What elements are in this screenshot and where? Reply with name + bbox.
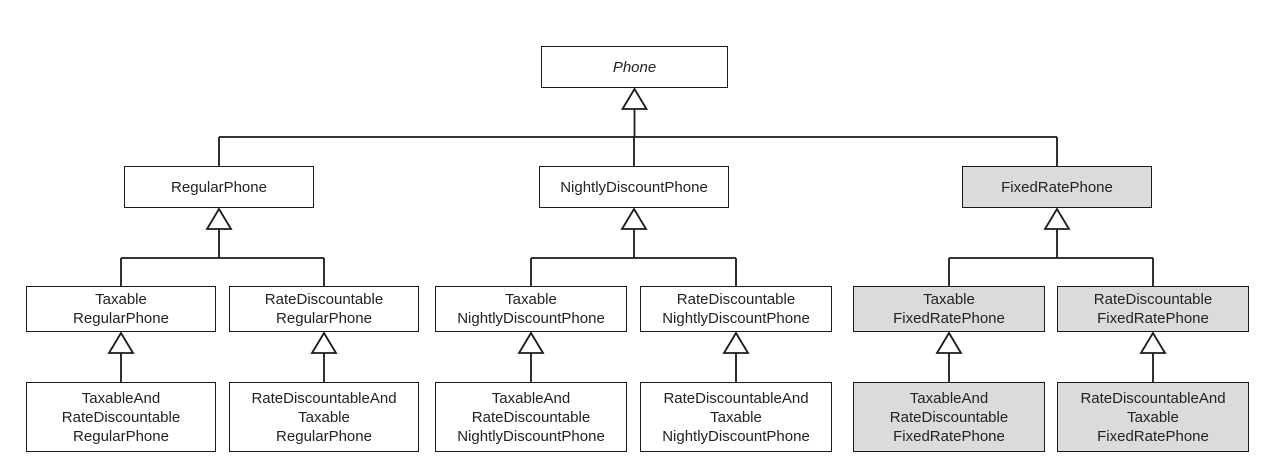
inheritance-arrowhead	[722, 331, 750, 354]
class-taxable-nightly-discount-phone: Taxable NightlyDiscountPhone	[435, 286, 627, 332]
class-label-line: RateDiscountable	[61, 408, 181, 426]
class-taxable-and-ratediscountable-fixed-rate-phone: TaxableAnd RateDiscountable FixedRatePho…	[853, 382, 1045, 452]
class-label-line: RateDiscountableAnd	[1080, 389, 1226, 407]
class-taxable-and-ratediscountable-regular-phone: TaxableAnd RateDiscountable RegularPhone	[26, 382, 216, 452]
class-label-line: Phone	[612, 58, 657, 76]
class-ratediscountable-and-taxable-nightly-discount-phone: RateDiscountableAnd Taxable NightlyDisco…	[640, 382, 832, 452]
class-label-line: NightlyDiscountPhone	[560, 178, 708, 196]
class-label-line: RateDiscountableAnd	[251, 389, 397, 407]
class-label-line: RateDiscountable	[676, 291, 796, 308]
class-label-line: FixedRatePhone	[1001, 178, 1113, 196]
class-label-line: NightlyDiscountPhone	[662, 427, 810, 445]
class-nightly-discount-phone: NightlyDiscountPhone	[539, 166, 729, 208]
inheritance-arrowhead	[205, 207, 233, 230]
class-label-line: RateDiscountable	[264, 291, 384, 308]
class-fixed-rate-phone: FixedRatePhone	[962, 166, 1152, 208]
inheritance-arrowhead	[935, 331, 963, 354]
class-label-line: FixedRatePhone	[1097, 310, 1209, 327]
class-taxable-and-ratediscountable-nightly-discount-phone: TaxableAnd RateDiscountable NightlyDisco…	[435, 382, 627, 452]
class-label-line: RateDiscountable	[889, 408, 1009, 426]
class-label-line: Taxable	[1127, 408, 1179, 426]
class-ratediscountable-nightly-discount-phone: RateDiscountable NightlyDiscountPhone	[640, 286, 832, 332]
class-label-line: RegularPhone	[73, 427, 169, 445]
inheritance-arrowhead	[620, 207, 648, 230]
inheritance-arrowhead	[107, 331, 135, 354]
class-label-line: Taxable	[505, 291, 557, 308]
class-label-line: RegularPhone	[171, 178, 267, 196]
inheritance-arrowhead	[517, 331, 545, 354]
class-label-line: RegularPhone	[276, 427, 372, 445]
class-ratediscountable-and-taxable-regular-phone: RateDiscountableAnd Taxable RegularPhone	[229, 382, 419, 452]
class-label-line: FixedRatePhone	[893, 427, 1005, 445]
inheritance-arrowhead	[1139, 331, 1167, 354]
class-label-line: NightlyDiscountPhone	[457, 427, 605, 445]
inheritance-arrowhead	[310, 331, 338, 354]
class-label-line: Taxable	[95, 291, 147, 308]
class-label-line: Taxable	[710, 408, 762, 426]
inheritance-arrowhead	[620, 87, 649, 110]
class-regular-phone: RegularPhone	[124, 166, 314, 208]
class-label-line: NightlyDiscountPhone	[457, 310, 605, 327]
class-label-line: RateDiscountable	[471, 408, 591, 426]
class-ratediscountable-and-taxable-fixed-rate-phone: RateDiscountableAnd Taxable FixedRatePho…	[1057, 382, 1249, 452]
class-label-line: RateDiscountable	[1093, 291, 1213, 308]
class-label-line: TaxableAnd	[81, 389, 161, 407]
class-taxable-regular-phone: Taxable RegularPhone	[26, 286, 216, 332]
inheritance-arrowhead	[1043, 207, 1071, 230]
class-label-line: TaxableAnd	[491, 389, 571, 407]
class-taxable-fixed-rate-phone: Taxable FixedRatePhone	[853, 286, 1045, 332]
class-label-line: Taxable	[298, 408, 350, 426]
class-label-line: TaxableAnd	[909, 389, 989, 407]
class-label-line: NightlyDiscountPhone	[662, 310, 810, 327]
class-label-line: Taxable	[923, 291, 975, 308]
class-label-line: RegularPhone	[73, 310, 169, 327]
class-label-line: RateDiscountableAnd	[663, 389, 809, 407]
class-ratediscountable-regular-phone: RateDiscountable RegularPhone	[229, 286, 419, 332]
class-label-line: FixedRatePhone	[1097, 427, 1209, 445]
class-ratediscountable-fixed-rate-phone: RateDiscountable FixedRatePhone	[1057, 286, 1249, 332]
class-phone: Phone	[541, 46, 728, 88]
class-label-line: FixedRatePhone	[893, 310, 1005, 327]
class-label-line: RegularPhone	[276, 310, 372, 327]
